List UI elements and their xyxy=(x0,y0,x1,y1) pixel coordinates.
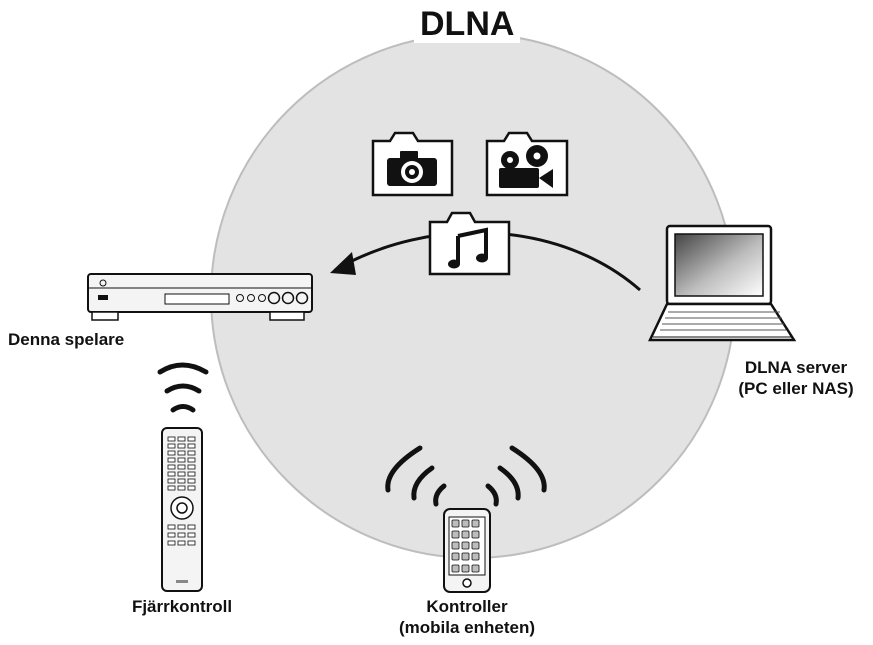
video-folder-icon xyxy=(485,131,569,197)
player-label: Denna spelare xyxy=(8,330,125,349)
server-label-line2: (PC eller NAS) xyxy=(738,379,854,398)
smartphone-icon xyxy=(443,508,491,593)
server-label: DLNA server (PC eller NAS) xyxy=(726,357,866,399)
player-icon xyxy=(87,273,313,321)
music-folder-icon xyxy=(428,211,511,276)
controller-label: Kontroller (mobila enheten) xyxy=(392,596,542,638)
laptop-icon xyxy=(648,224,797,342)
server-label-line1: DLNA server xyxy=(744,358,848,377)
transfer-arrowhead xyxy=(330,252,356,275)
photo-folder-icon xyxy=(371,131,454,197)
mobile-wifi-icon xyxy=(385,445,547,507)
remote-label: Fjärrkontroll xyxy=(131,597,233,616)
controller-label-line2: (mobila enheten) xyxy=(398,618,535,637)
diagram-title: DLNA xyxy=(414,5,521,43)
remote-icon xyxy=(161,427,203,592)
controller-label-line1: Kontroller xyxy=(426,597,508,616)
remote-wifi-icon xyxy=(157,362,209,413)
